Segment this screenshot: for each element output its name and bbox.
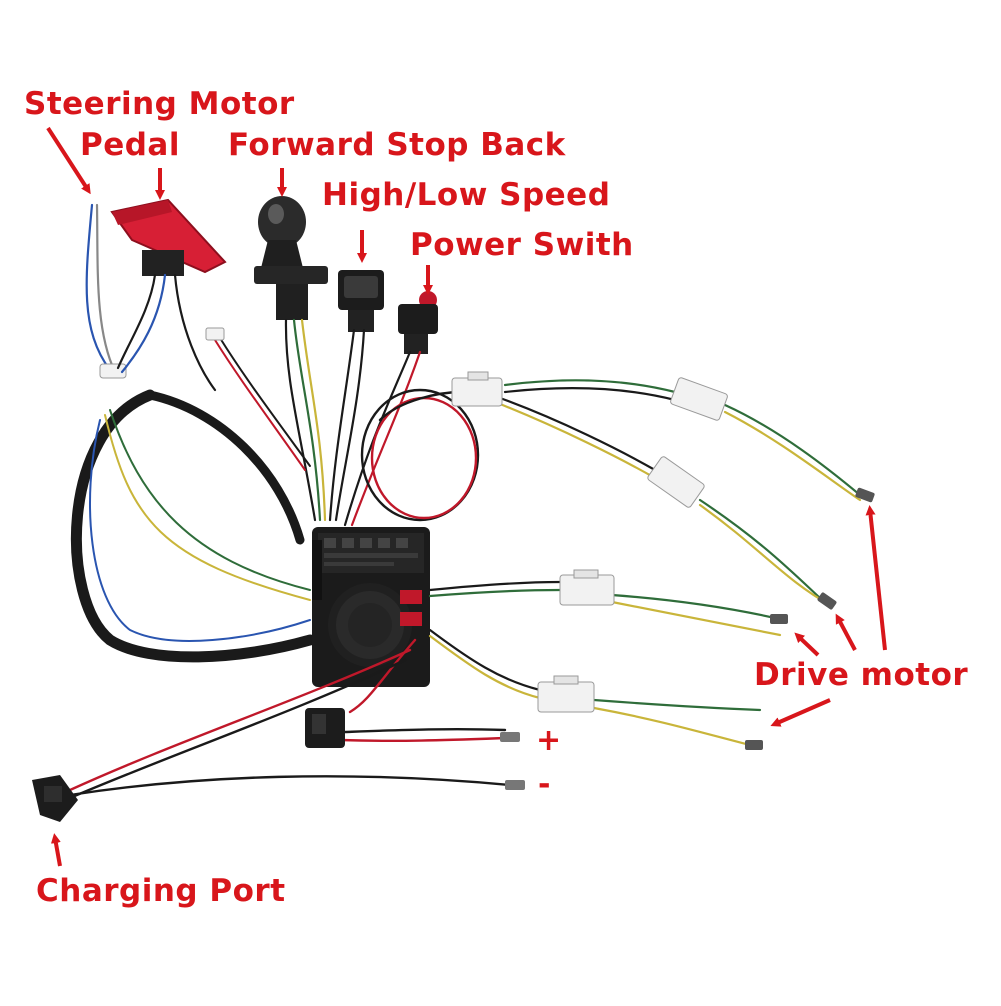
label-forward-stop-back: Forward Stop Back (228, 127, 566, 163)
arrow-drive-motor-3 (794, 632, 820, 657)
arrow-steering-motor (46, 126, 91, 195)
callout-arrows (46, 126, 887, 867)
negative-terminal (505, 780, 525, 790)
main-harness-loop (70, 389, 316, 663)
shifter-icon (254, 196, 328, 320)
lower-drive-harness (428, 628, 762, 747)
upper-motor-terminals (817, 487, 875, 610)
shifter-wires (284, 318, 327, 522)
controller-box (312, 527, 430, 687)
arrow-charging-port (50, 833, 62, 867)
label-drive-motor: Drive motor (754, 657, 969, 693)
label-negative: - (538, 767, 551, 802)
charging-port-icon (32, 775, 78, 822)
arrow-drive-motor-top (865, 505, 887, 651)
label-high-low-speed: High/Low Speed (322, 177, 611, 213)
upper-drive-harness (498, 379, 862, 607)
steering-connector (99, 363, 127, 379)
speed-wires (328, 328, 366, 522)
upper-connector-a (451, 371, 503, 407)
arrow-drive-motor-4 (770, 698, 831, 727)
label-steering-motor: Steering Motor (24, 86, 295, 122)
battery-leads (68, 638, 512, 800)
label-power-switch: Power Swith (410, 227, 634, 263)
middle-connector (559, 569, 615, 606)
speed-rocker-icon (338, 270, 384, 332)
lower-connector (537, 675, 595, 713)
arrow-drive-motor-2 (835, 613, 857, 651)
middle-motor-terminal (770, 614, 788, 624)
aux-lead (214, 337, 311, 471)
steering-motor-wires (85, 203, 117, 374)
middle-drive-harness (428, 580, 782, 637)
pedal-wires (116, 273, 217, 392)
power-switch-wires (343, 350, 422, 527)
upper-connector-c (647, 456, 705, 508)
aux-connector (205, 327, 225, 341)
pedal-icon (110, 198, 227, 276)
upper-connector-b (670, 377, 728, 421)
positive-terminal (500, 732, 520, 742)
lower-motor-terminal (745, 740, 763, 750)
breaker-icon (305, 708, 345, 748)
label-positive: + (536, 723, 562, 758)
label-pedal: Pedal (80, 127, 180, 163)
power-switch-icon (398, 291, 438, 354)
label-charging-port: Charging Port (36, 873, 286, 909)
